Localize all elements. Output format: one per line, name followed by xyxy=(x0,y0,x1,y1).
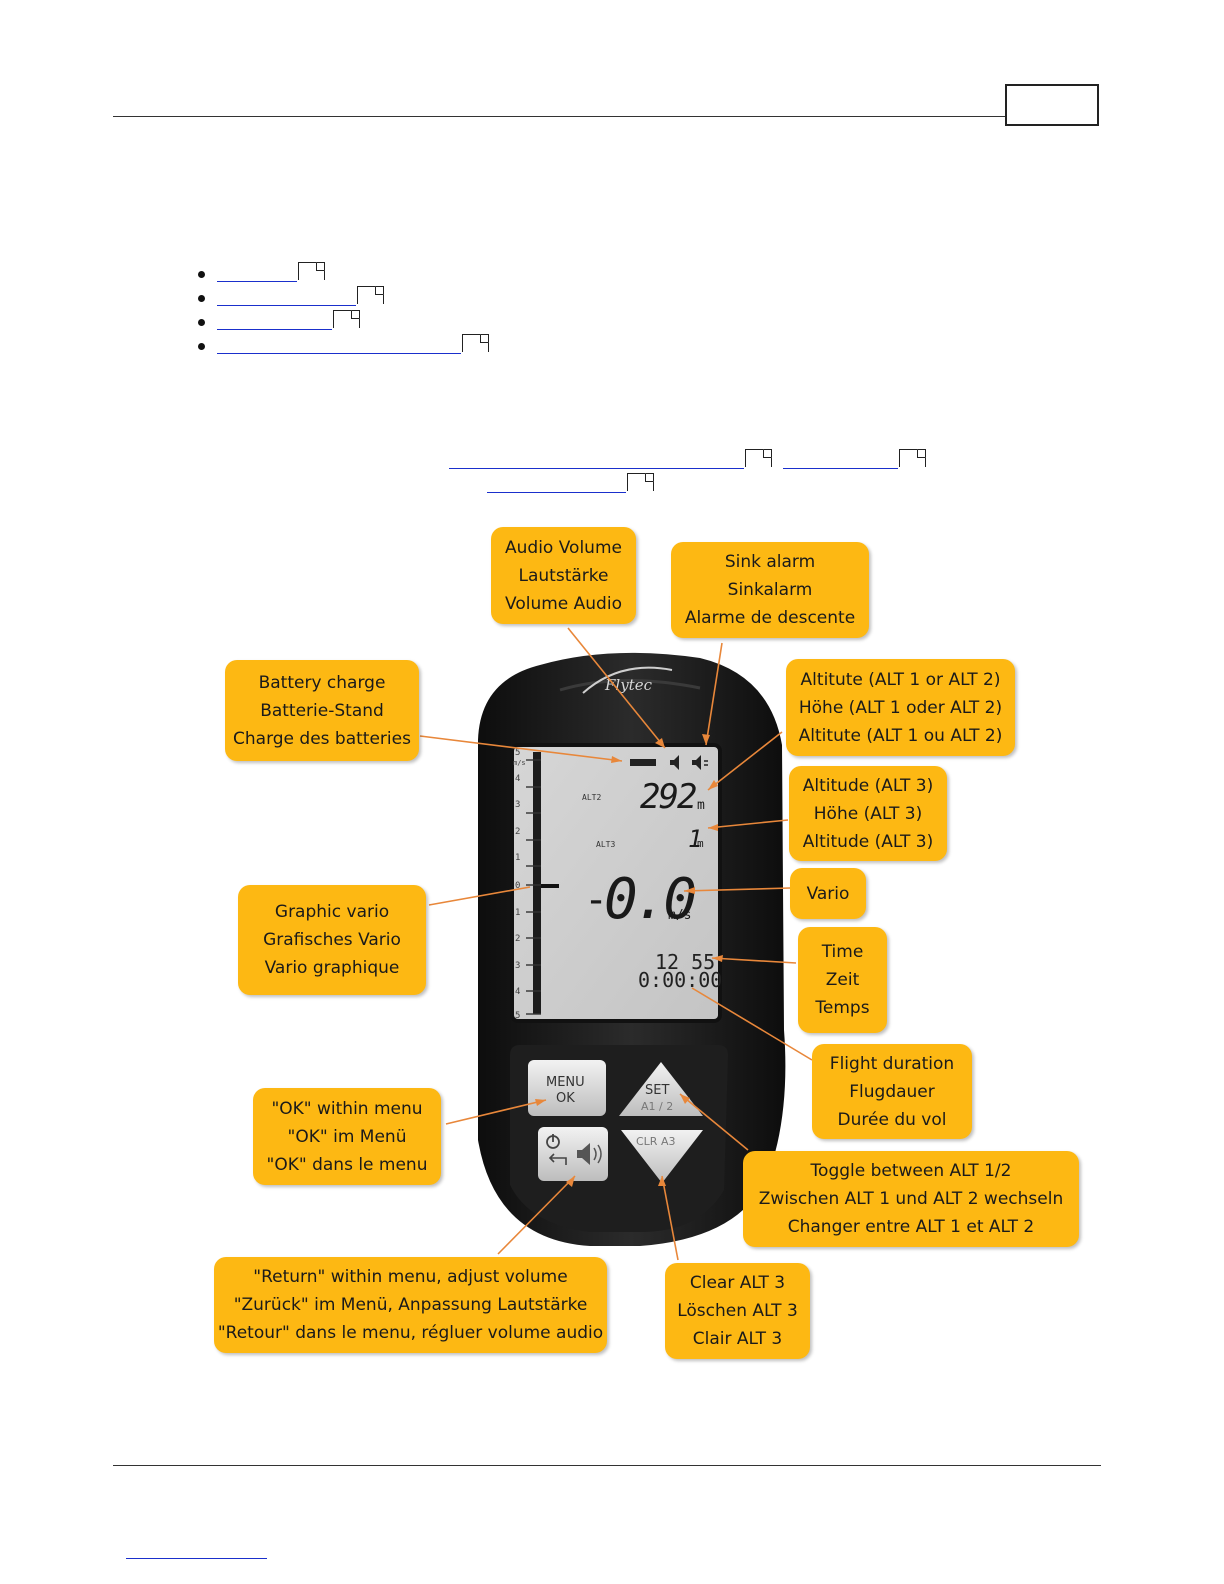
vario-unit-label: m/s xyxy=(513,759,526,767)
vario-scale-label: 4 xyxy=(515,774,520,784)
callout-text: Zwischen ALT 1 und ALT 2 wechseln xyxy=(759,1185,1063,1213)
callout-text: Clear ALT 3 xyxy=(690,1269,785,1297)
alt2-label: ALT2 xyxy=(582,793,601,802)
callout-vario: Vario xyxy=(790,868,866,919)
vario-scale-label: 5 xyxy=(515,748,520,758)
callout-text: Durée du vol xyxy=(838,1106,947,1134)
callout-flight-duration: Flight duration Flugdauer Durée du vol xyxy=(812,1044,972,1139)
alt2-value: 292 xyxy=(640,777,696,817)
callout-toggle-alt: Toggle between ALT 1/2 Zwischen ALT 1 un… xyxy=(743,1151,1079,1247)
alt3-unit: m xyxy=(697,837,704,850)
callout-text: Grafisches Vario xyxy=(263,926,401,954)
callout-text: Changer entre ALT 1 et ALT 2 xyxy=(788,1213,1035,1241)
callout-text: Höhe (ALT 3) xyxy=(814,800,922,828)
callout-text: Löschen ALT 3 xyxy=(677,1297,798,1325)
power-return-button[interactable] xyxy=(538,1127,608,1181)
callout-text: Alarme de descente xyxy=(685,604,855,632)
vario-scale-label: 3 xyxy=(515,800,520,810)
callout-return-menu: "Return" within menu, adjust volume "Zur… xyxy=(214,1257,607,1353)
flight-duration-value: 0:00:00 xyxy=(638,968,722,992)
callout-text: Lautstärke xyxy=(519,562,609,590)
vario-scale-label: 2 xyxy=(515,827,520,837)
menu-button-label: MENU xyxy=(546,1075,585,1090)
callout-text: Altitute (ALT 1 ou ALT 2) xyxy=(799,722,1003,750)
vario-unit: m/s xyxy=(668,908,691,923)
callout-text: Volume Audio xyxy=(505,590,622,618)
callout-text: Altitude (ALT 3) xyxy=(803,772,933,800)
brand-logo: Flytec xyxy=(604,676,653,694)
callout-text: Sink alarm xyxy=(725,548,815,576)
callout-text: "Zurück" im Menü, Anpassung Lautstärke xyxy=(234,1291,588,1319)
vario-scale-label: 2 xyxy=(515,934,520,944)
callout-graphic-vario: Graphic vario Grafisches Vario Vario gra… xyxy=(238,885,426,995)
alt2-unit: m xyxy=(697,798,705,813)
callout-text: "OK" dans le menu xyxy=(267,1151,428,1179)
callout-ok-menu: "OK" within menu "OK" im Menü "OK" dans … xyxy=(253,1088,441,1185)
callout-text: Audio Volume xyxy=(505,534,622,562)
callout-text: Altitude (ALT 3) xyxy=(803,828,933,856)
callout-battery: Battery charge Batterie-Stand Charge des… xyxy=(225,660,419,761)
callout-text: Höhe (ALT 1 oder ALT 2) xyxy=(799,694,1002,722)
callout-text: Flugdauer xyxy=(849,1078,935,1106)
callout-text: Sinkalarm xyxy=(728,576,813,604)
vario-scale-label: 1 xyxy=(515,853,520,863)
callout-text: Clair ALT 3 xyxy=(693,1325,783,1353)
set-button-label: SET xyxy=(645,1083,669,1098)
callout-text: Flight duration xyxy=(830,1050,954,1078)
vario-scale-label: 3 xyxy=(515,961,520,971)
callout-text: Batterie-Stand xyxy=(260,697,384,725)
callout-time: Time Zeit Temps xyxy=(798,927,887,1033)
callout-altitude-alt3: Altitude (ALT 3) Höhe (ALT 3) Altitude (… xyxy=(789,766,947,861)
callout-text: Zeit xyxy=(826,966,860,994)
callout-text: Graphic vario xyxy=(275,898,389,926)
callout-text: "Return" within menu, adjust volume xyxy=(253,1263,567,1291)
callout-text: Time xyxy=(822,938,864,966)
vario-scale-bar xyxy=(533,752,541,1014)
callout-text: Vario graphique xyxy=(265,954,400,982)
callout-text: "OK" im Menü xyxy=(288,1123,407,1151)
callout-text: Battery charge xyxy=(259,669,386,697)
alt-toggle-label: A1 / 2 xyxy=(641,1100,673,1113)
clr-button-label: CLR A3 xyxy=(636,1135,675,1148)
callout-audio-volume: Audio Volume Lautstärke Volume Audio xyxy=(491,527,636,624)
callout-text: "Retour" dans le menu, régluer volume au… xyxy=(218,1319,603,1347)
callout-text: Charge des batteries xyxy=(233,725,411,753)
callout-text: Temps xyxy=(815,994,869,1022)
ok-button-label: OK xyxy=(556,1091,575,1106)
callout-sink-alarm: Sink alarm Sinkalarm Alarme de descente xyxy=(671,542,869,638)
callout-clear-alt3: Clear ALT 3 Löschen ALT 3 Clair ALT 3 xyxy=(665,1263,810,1359)
vario-scale-label: 4 xyxy=(515,987,520,997)
graphic-vario-indicator xyxy=(541,884,559,888)
callout-text: Altitute (ALT 1 or ALT 2) xyxy=(801,666,1001,694)
alt3-label: ALT3 xyxy=(596,840,615,849)
callout-altitude-alt12: Altitute (ALT 1 or ALT 2) Höhe (ALT 1 od… xyxy=(786,659,1015,756)
callout-text: Vario xyxy=(807,880,850,908)
vario-scale-label: 1 xyxy=(515,908,520,918)
battery-icon xyxy=(630,759,656,766)
callout-text: "OK" within menu xyxy=(271,1095,422,1123)
vario-scale-label: 5 xyxy=(515,1011,520,1021)
callout-text: Toggle between ALT 1/2 xyxy=(811,1157,1012,1185)
